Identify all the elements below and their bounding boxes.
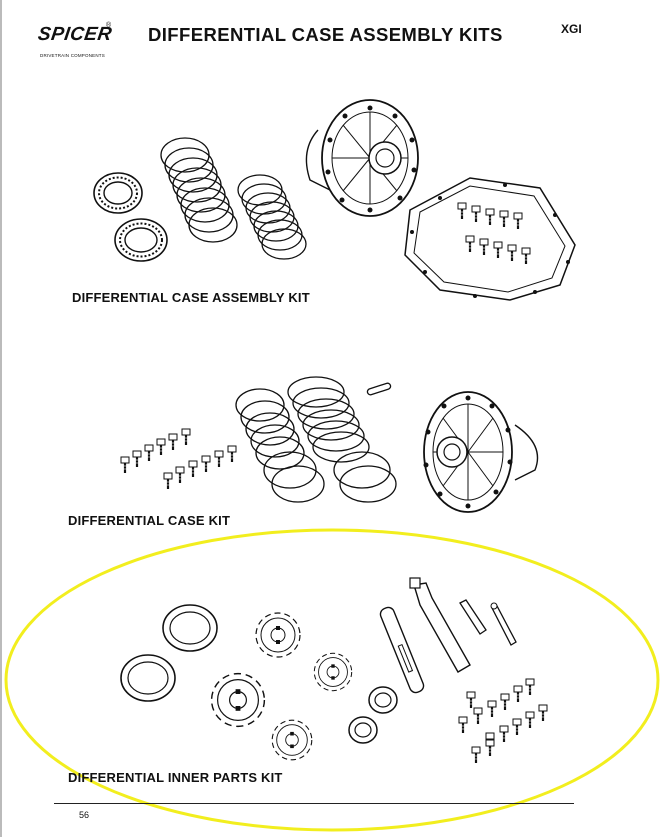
roll-pin-icon: [490, 602, 517, 646]
kit-caption-case-assembly: DIFFERENTIAL CASE ASSEMBLY KIT: [72, 290, 310, 305]
case-kit-illustration: [119, 376, 539, 513]
shim-stack-icon: [287, 376, 397, 503]
bearing-cup-icon: [114, 218, 168, 262]
bearing-cone-icon: [93, 172, 143, 214]
ring-gear-bolts-icon: [119, 427, 238, 491]
page-title: DIFFERENTIAL CASE ASSEMBLY KITS: [148, 24, 503, 45]
shim-stack-icon: [237, 174, 307, 260]
cross-shaft-icon: [379, 606, 425, 694]
differential-case-icon: [305, 99, 419, 217]
cover-gasket-icon: [404, 177, 576, 301]
kit-caption-case: DIFFERENTIAL CASE KIT: [68, 513, 231, 528]
assembly-kit-illustration: [93, 99, 576, 301]
pinion-gear-icon: [313, 652, 353, 692]
section-code: XGI: [561, 22, 582, 36]
side-gear-icon: [255, 612, 301, 658]
kit-caption-inner-parts: DIFFERENTIAL INNER PARTS KIT: [68, 770, 283, 785]
registered-mark: ®: [106, 22, 112, 29]
page-number: 56: [79, 810, 90, 820]
sealant-tube-icon: [409, 577, 471, 673]
differential-case-icon: [423, 391, 539, 513]
page-edge: [0, 0, 2, 837]
thrust-washer-icon: [120, 654, 176, 702]
pinion-washer-icon: [368, 686, 398, 714]
highlight-ellipse: [4, 528, 660, 832]
bolt-set-icon: [457, 677, 549, 765]
shim-stack-icon: [160, 137, 238, 243]
shim-stack-icon: [235, 388, 325, 503]
cross-pin-icon: [366, 382, 392, 396]
footer-rule: [54, 803, 574, 804]
pinion-washer-icon: [348, 716, 378, 744]
thrust-washer-icon: [162, 604, 218, 652]
pinion-gear-icon: [271, 719, 313, 761]
spicer-logo: SPICER ® DRIVETRAIN COMPONENTS: [37, 22, 118, 70]
inner-parts-kit-illustration: [120, 577, 549, 765]
side-gear-icon: [210, 672, 266, 728]
logo-tagline: DRIVETRAIN COMPONENTS: [40, 53, 105, 58]
roll-pin-icon: [459, 599, 487, 635]
